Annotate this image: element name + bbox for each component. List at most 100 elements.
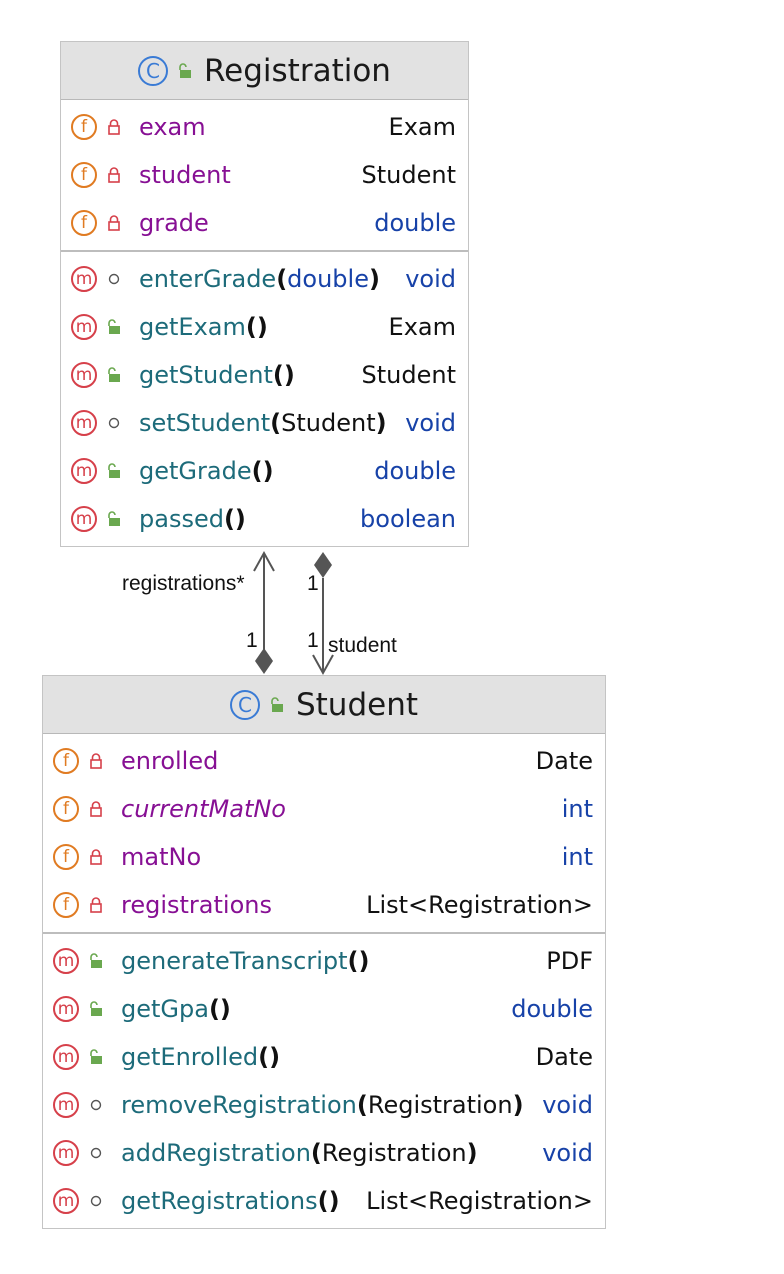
student-role-label: student <box>328 634 397 657</box>
field-name: enrolled <box>121 747 219 775</box>
method-icon: m <box>53 1188 79 1214</box>
field-name: currentMatNo <box>121 795 286 823</box>
method-icons: m <box>53 1092 121 1118</box>
method-return-type: Student <box>361 361 456 389</box>
public-lock-icon <box>178 62 192 80</box>
method-return-type: void <box>405 265 456 293</box>
open-paren: ( <box>223 505 235 533</box>
method-icons: m <box>53 1044 121 1070</box>
registrations-composition-diamond <box>255 648 273 674</box>
method-icon: m <box>53 996 79 1022</box>
field-icon: f <box>53 796 79 822</box>
method-parameter: Student <box>281 409 376 437</box>
method-icons: m <box>53 1140 121 1166</box>
method-name: addRegistration <box>121 1139 311 1167</box>
method-signature: enterGrade(double) <box>139 265 405 293</box>
field-row-grade[interactable]: f grade double <box>61 199 468 247</box>
field-type: Exam <box>388 113 456 141</box>
public-lock-icon <box>89 1048 103 1066</box>
method-name: getGrade <box>139 457 252 485</box>
method-icons: m <box>71 410 139 436</box>
close-paren: ) <box>234 505 246 533</box>
registrations-multiplicity-label: 1 <box>246 629 258 652</box>
registration-class-header[interactable]: C Registration <box>61 42 468 100</box>
field-name: grade <box>139 209 209 237</box>
student-composition-diamond <box>314 552 332 578</box>
package-visibility-icon <box>89 1192 103 1210</box>
public-lock-icon <box>89 1000 103 1018</box>
method-parameter: Registration <box>367 1091 513 1119</box>
private-lock-icon <box>89 800 103 818</box>
field-icon: f <box>71 210 97 236</box>
field-icons: f <box>53 748 121 774</box>
registrations-role-label: registrations* <box>122 572 245 595</box>
open-paren: ( <box>347 947 359 975</box>
method-name: generateTranscript <box>121 947 348 975</box>
method-signature: getEnrolled() <box>121 1043 536 1071</box>
open-paren: ( <box>356 1091 368 1119</box>
field-icon: f <box>71 162 97 188</box>
method-name: getExam <box>139 313 246 341</box>
close-paren: ) <box>512 1091 524 1119</box>
field-type: double <box>374 209 456 237</box>
private-lock-icon <box>89 752 103 770</box>
field-name: student <box>139 161 231 189</box>
field-name: exam <box>139 113 206 141</box>
close-paren: ) <box>269 1043 281 1071</box>
method-name: getStudent <box>139 361 273 389</box>
package-visibility-icon <box>107 414 121 432</box>
open-paren: ( <box>258 1043 270 1071</box>
close-paren: ) <box>219 995 231 1023</box>
method-icons: m <box>71 314 139 340</box>
method-name: setStudent <box>139 409 271 437</box>
private-lock-icon <box>107 214 121 232</box>
method-signature: getExam() <box>139 313 389 341</box>
private-lock-icon <box>89 896 103 914</box>
package-visibility-icon <box>107 270 121 288</box>
class-icon: C <box>229 689 260 720</box>
package-visibility-icon <box>89 1144 103 1162</box>
method-parameter: Registration <box>321 1139 467 1167</box>
method-signature: setStudent(Student) <box>139 409 405 437</box>
private-lock-icon <box>107 118 121 136</box>
student-source-multiplicity-label: 1 <box>307 572 319 595</box>
open-paren: ( <box>270 409 282 437</box>
method-name: enterGrade <box>139 265 277 293</box>
public-lock-icon <box>107 462 121 480</box>
method-name: getRegistrations <box>121 1187 318 1215</box>
method-icons: m <box>53 948 121 974</box>
method-icons: m <box>71 458 139 484</box>
method-icon: m <box>71 362 97 388</box>
method-icons: m <box>53 1188 121 1214</box>
method-return-type: double <box>511 995 593 1023</box>
student-class-header[interactable]: C Student <box>43 676 605 734</box>
method-signature: getGrade() <box>139 457 374 485</box>
close-paren: ) <box>262 457 274 485</box>
registration-class-name: Registration <box>204 52 391 89</box>
method-signature: passed() <box>139 505 360 533</box>
method-signature: generateTranscript() <box>121 947 546 975</box>
method-return-type: void <box>542 1091 593 1119</box>
